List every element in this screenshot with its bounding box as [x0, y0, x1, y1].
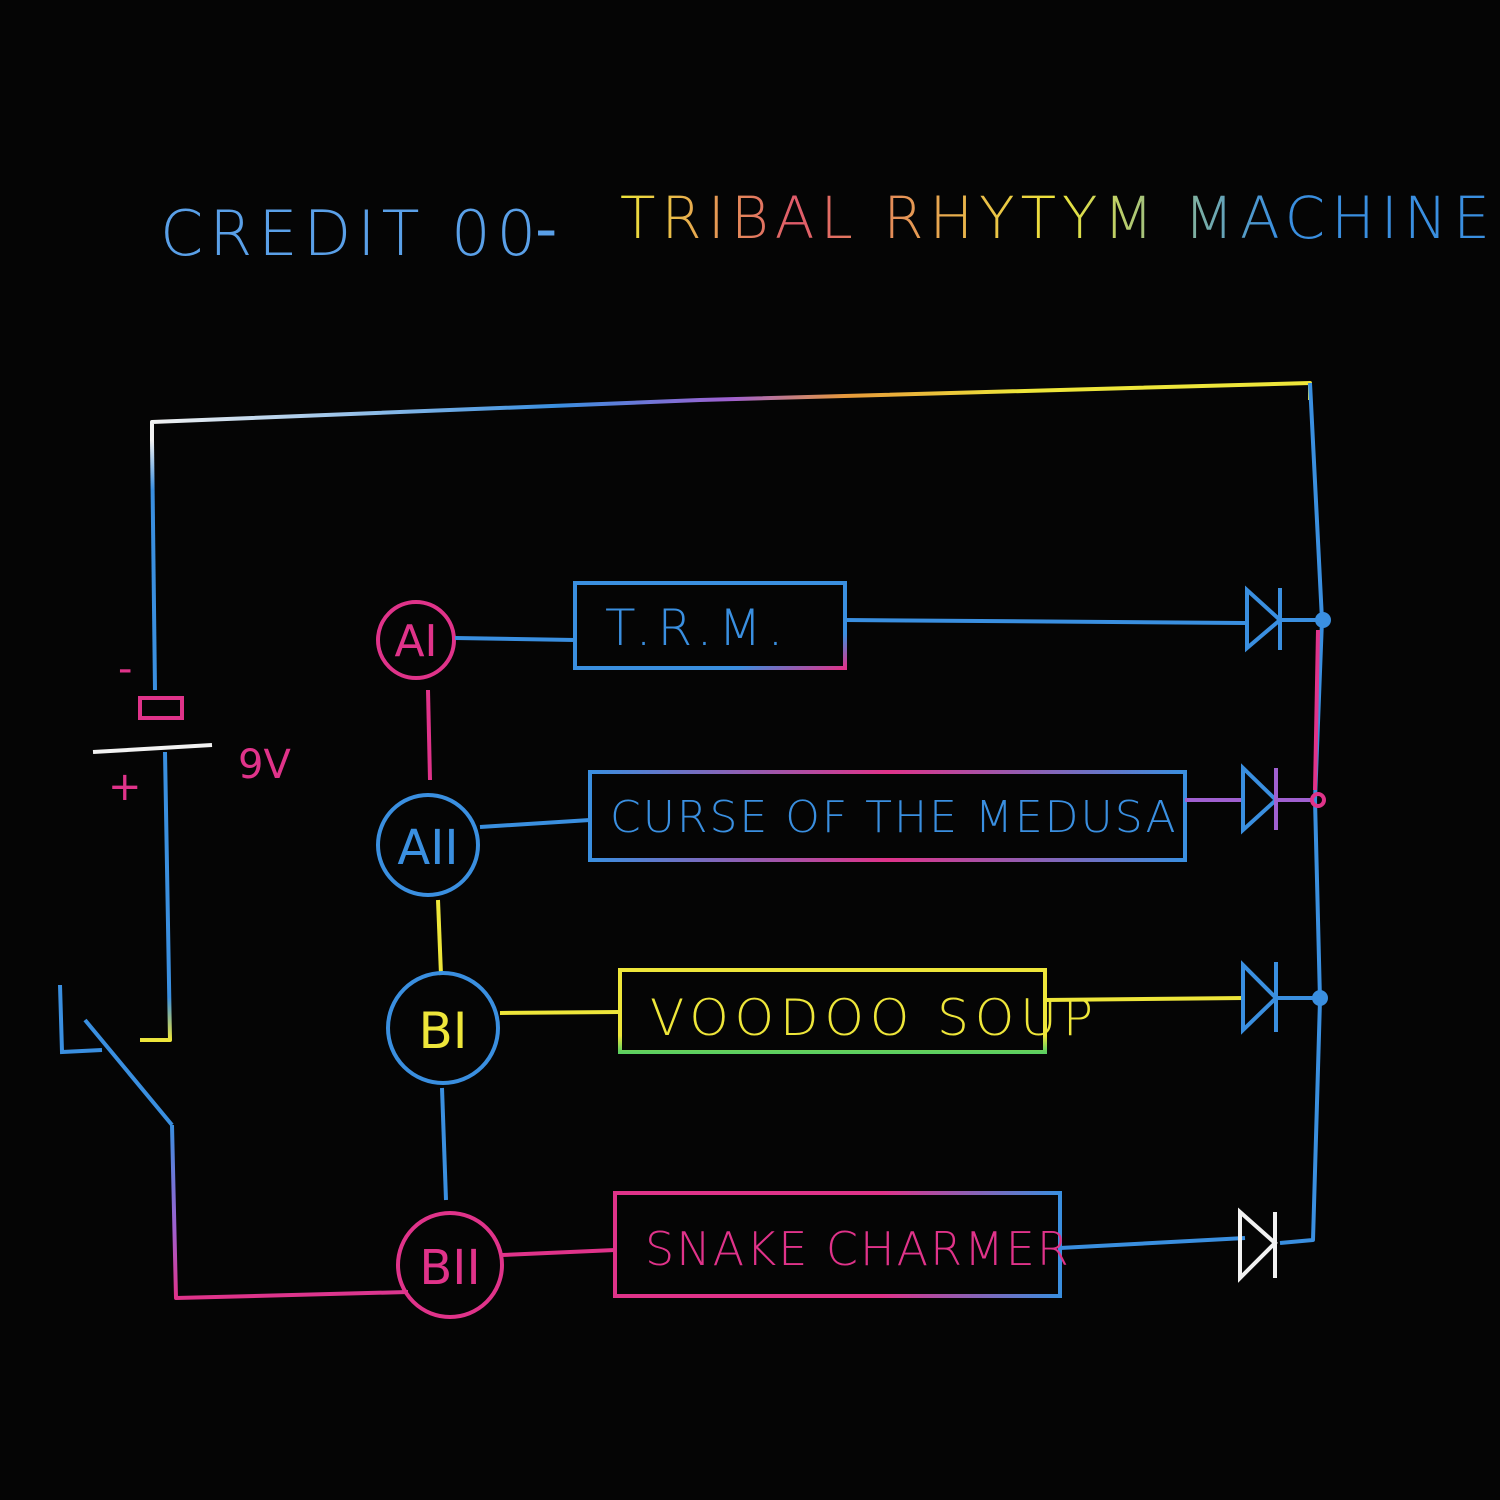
- snake-to-diode-wire: [1059, 1236, 1246, 1250]
- bi-to-box-wire: [499, 1010, 621, 1015]
- side-aii: AII: [376, 793, 480, 897]
- artist-name: CREDIT 00: [160, 197, 542, 270]
- battery-plus: +: [108, 764, 142, 810]
- ai-aii-link: [426, 689, 432, 781]
- track-box-trm: T.R.M.: [573, 581, 847, 670]
- ai-to-box-wire: [454, 636, 576, 642]
- diode-4: [1238, 1207, 1278, 1283]
- track-box-curse: CURSE OF THE MEDUSA: [588, 770, 1187, 862]
- track-name-snake: SNAKE CHARMER: [645, 1222, 1071, 1276]
- voodoo-to-diode-wire: [1044, 996, 1246, 1002]
- bi-bii-link: [440, 1087, 448, 1201]
- side-bii: BII: [396, 1211, 504, 1319]
- side-ai-label: AI: [394, 616, 437, 667]
- side-bi: BI: [386, 971, 500, 1085]
- track-name-voodoo: VOODOO SOUP: [650, 989, 1099, 1047]
- battery-positive-plate: [92, 743, 213, 754]
- left-wire: [150, 439, 157, 691]
- side-aii-label: AII: [397, 820, 458, 876]
- bus-segment: [1313, 629, 1320, 791]
- side-bii-label: BII: [419, 1240, 480, 1296]
- switch-to-bii-wire: [170, 1124, 409, 1300]
- side-bi-label: BI: [418, 1002, 467, 1060]
- battery-voltage: 9V: [238, 742, 291, 788]
- side-ai: AI: [376, 600, 456, 680]
- diode-2: [1241, 763, 1326, 835]
- battery-minus: -: [118, 646, 132, 692]
- track-name-trm: T.R.M.: [605, 599, 789, 657]
- bii-to-box-wire: [501, 1248, 616, 1257]
- diode-1: [1245, 585, 1331, 653]
- album-title: TRIBAL RHYTYM MACHINE: [620, 184, 1496, 252]
- track-box-snake: SNAKE CHARMER: [613, 1191, 1071, 1298]
- switch: [58, 984, 174, 1127]
- top-wire: [150, 381, 1312, 440]
- track-name-curse: CURSE OF THE MEDUSA: [610, 792, 1178, 843]
- battery-to-switch-wire: [140, 751, 172, 1042]
- title: CREDIT 00 - TRIBAL RHYTYM MACHINE: [160, 184, 1496, 270]
- battery-negative-plate: [138, 696, 184, 720]
- battery: - + 9V: [92, 646, 291, 810]
- aii-to-box-wire: [479, 818, 591, 829]
- title-dash: -: [535, 192, 557, 265]
- right-bus-wire: [1279, 382, 1324, 1245]
- diode-3: [1241, 960, 1328, 1035]
- trm-to-diode-wire: [844, 618, 1246, 625]
- aii-bi-link: [436, 899, 443, 976]
- track-box-voodoo: VOODOO SOUP: [618, 968, 1099, 1054]
